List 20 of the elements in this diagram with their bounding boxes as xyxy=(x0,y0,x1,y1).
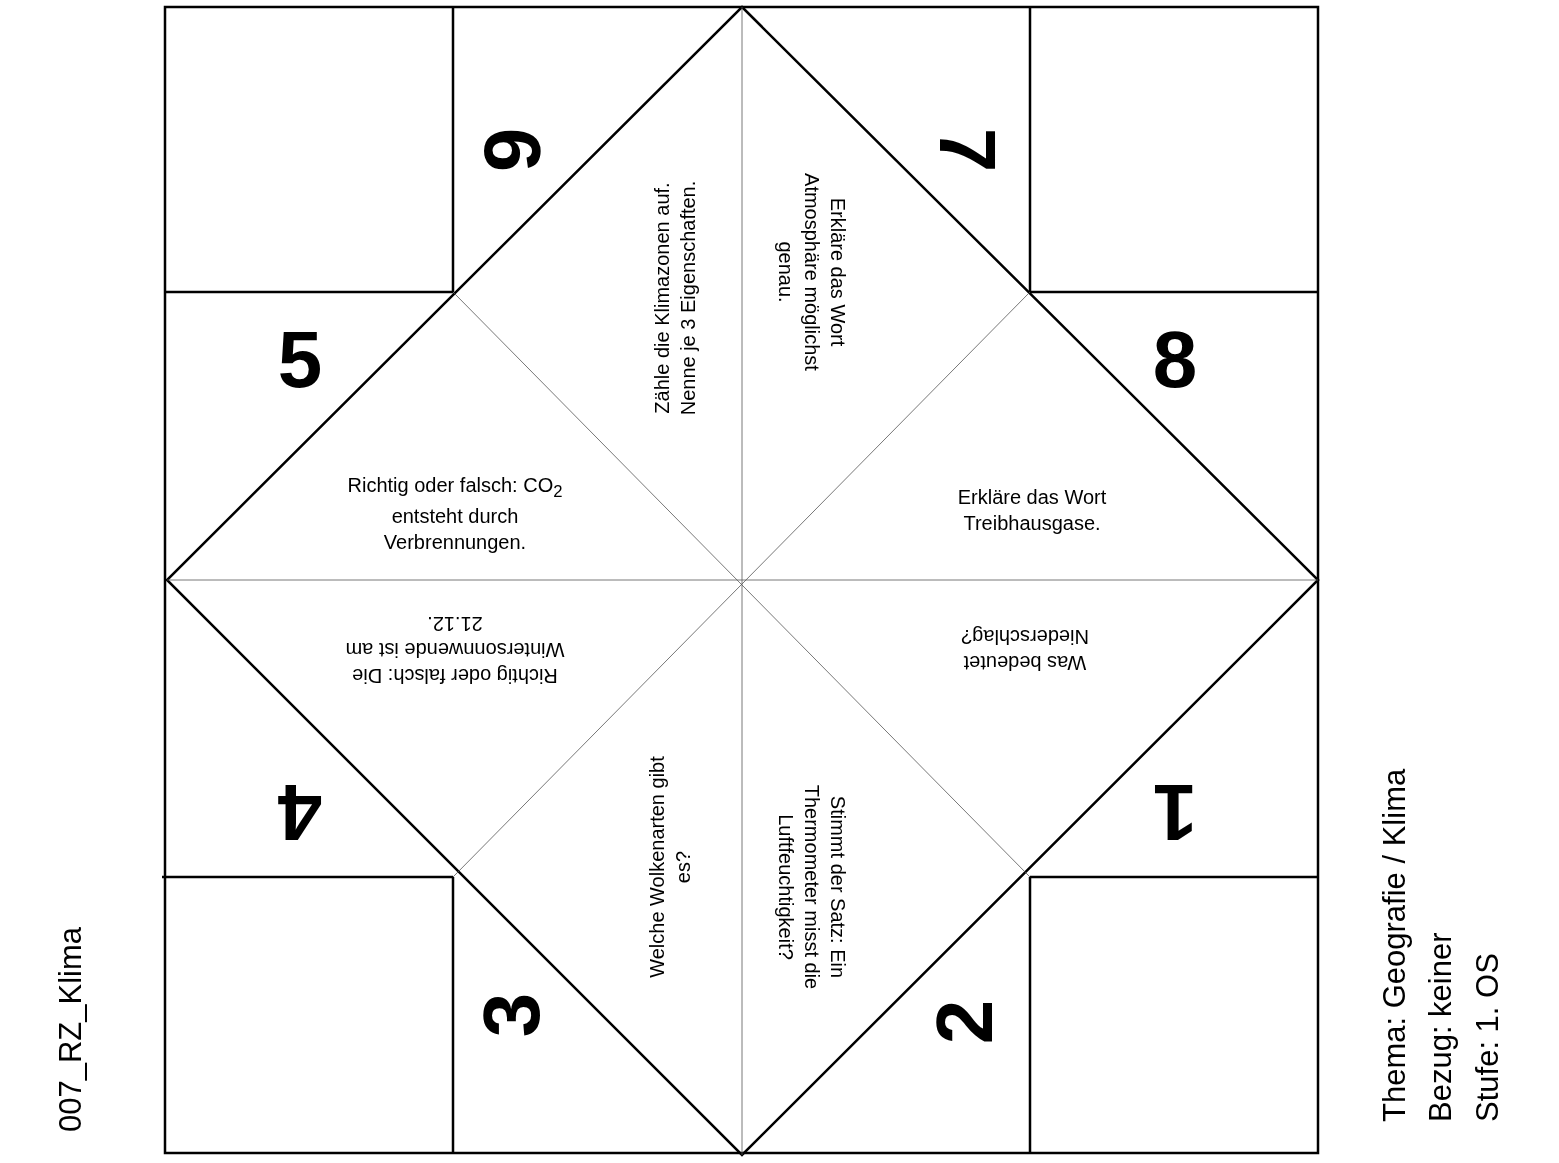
fold-number: 8 xyxy=(1152,314,1198,406)
fold-number: 7 xyxy=(922,127,1013,173)
fold-number: 1 xyxy=(1152,767,1198,859)
question-text: Zähle die Klimazonen auf. Nenne je 3 Eigenschaften. xyxy=(650,179,700,418)
fold-number: 4 xyxy=(277,767,323,859)
fold-number: 3 xyxy=(466,992,557,1038)
question-text: Welche Wolkenarten gibt es? xyxy=(645,755,695,980)
fold-number: 2 xyxy=(919,999,1010,1045)
question-text: Stimmt der Satz: Ein Thermometer misst die Luftfeuchtigkeit? xyxy=(774,783,850,992)
question-text: Erkläre das Wort Atmosphäre möglichst genau. xyxy=(774,172,850,373)
fold-number: 5 xyxy=(277,314,323,406)
sheet-info-text: 007_RZ_Klima xyxy=(52,926,89,1132)
sheet-info-text: Thema: Geografie / Klima xyxy=(1376,768,1413,1122)
fold-number: 6 xyxy=(467,127,558,173)
question-text: Was bedeutet Niederschlag? xyxy=(960,625,1090,676)
sheet-info-text: Stufe: 1. OS xyxy=(1469,953,1506,1122)
question-text: Richtig oder falsch: CO$_{2}$ entsteht durch Verbrennungen. xyxy=(346,472,564,555)
sheet-info-text: Bezug: keiner xyxy=(1422,932,1459,1122)
question-text: Richtig oder falsch: Die Wintersonnwende ist am 21.12. xyxy=(344,612,566,689)
question-text: Erkläre das Wort Treibhausgase. xyxy=(956,485,1108,536)
